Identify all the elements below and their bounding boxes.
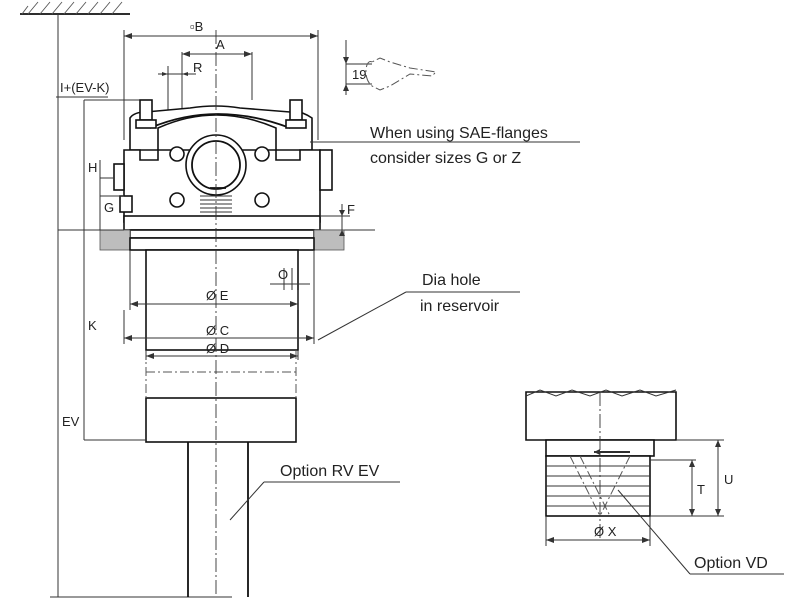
label-a: A [216,37,225,52]
filter-bowl [129,237,315,597]
detail-option-vd [525,389,677,540]
dimension-b [123,30,319,140]
dimension-o [270,268,310,290]
vd-note-text: Option VD [694,555,768,572]
label-f: F [347,202,355,217]
ceiling-hatch [20,1,130,15]
label-g: G [104,200,114,215]
label-k: K [88,318,97,333]
dia-note-line2: in reservoir [420,298,500,315]
label-t: T [697,482,705,497]
label-ev: EV [62,414,80,429]
reservoir-plate [99,229,345,251]
label-u: U [724,472,733,487]
rv-note-leader [229,481,400,521]
label-i: I+(EV-K) [60,80,110,95]
vd-note-leader [617,489,784,575]
dimension-k-ev [84,439,146,441]
label-e: Ø E [206,288,229,303]
label-o: O [278,267,288,282]
label-b: ▫B [190,19,203,34]
dimension-a [181,51,253,100]
dimension-i [56,96,140,440]
dimension-c [123,250,315,344]
sae-note-line2: consider sizes G or Z [370,150,521,167]
wrench-dimension [343,40,438,95]
dimension-r [158,66,196,110]
dia-note-line1: Dia hole [422,272,481,289]
dimension-f [320,204,350,236]
total-height-dimension [50,14,232,598]
dimension-d [145,350,299,360]
label-x: Ø X [594,524,617,539]
label-c: Ø C [206,323,229,338]
label-d: Ø D [206,341,229,356]
label-h: H [88,160,97,175]
sae-note-line1: When using SAE-flanges [370,125,548,142]
dimension-u-t [650,439,724,517]
filter-head [113,99,333,239]
label-wrench: 19 [352,67,366,82]
dimension-h-g [94,160,124,231]
dimension-e [129,250,299,310]
rv-note-text: Option RV EV [280,463,380,480]
label-r: R [193,60,202,75]
dimension-x [545,516,651,546]
dia-note-leader [317,291,520,341]
